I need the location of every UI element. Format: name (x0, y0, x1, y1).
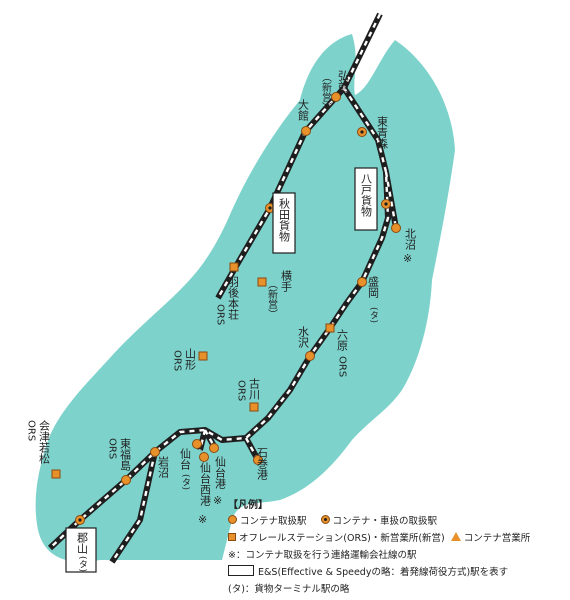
label-sendaiseiko-mark: ※ (198, 513, 207, 526)
station-sendai (192, 439, 202, 449)
legend-es-note: E&S(Effective & Speedyの略：着発線荷役方式)駅を表す (258, 566, 509, 578)
label-ugohonjo: 羽後本荘 (227, 276, 240, 321)
label-akita: 秋田貨物 (278, 197, 291, 242)
ors-furukawa (249, 402, 259, 412)
station-iwanuma (150, 447, 160, 457)
label-higashifukushima: 東福島 (119, 438, 132, 472)
station-mizusawa (305, 351, 315, 361)
label-koriyama: 郡山 (76, 532, 89, 554)
station-markers (51, 92, 401, 525)
station-higashifukushima (121, 475, 131, 485)
legend-sales-office: コンテナ営業所 (463, 532, 531, 544)
legend-terminal-note: (タ)：貨物ターミナル駅の略 (228, 583, 350, 595)
legend-ors: オフレールステーション(ORS)・新営業所(新営) (239, 532, 445, 544)
es-box-icon (228, 565, 254, 576)
ors-rokuhara (325, 323, 335, 333)
label-morioka: 盛岡 (367, 275, 380, 299)
station-morioka (357, 277, 367, 287)
label-sendai-note: (タ) (180, 474, 191, 490)
legend-container-car-station: コンテナ・車扱の取扱駅 (332, 515, 438, 527)
ors-yokote (257, 277, 267, 287)
label-yokote-note: （新営） (266, 279, 278, 319)
station-sendaiseiko (199, 452, 209, 462)
legend-row-ors: オフレールステーション(ORS)・新営業所(新営) コンテナ営業所 (228, 528, 563, 545)
label-koriyama-note: (タ) (77, 556, 88, 572)
container-station-icon (228, 515, 237, 524)
label-rokuhara-ors: ORS (337, 356, 348, 377)
sales-office-triangle-icon (450, 532, 461, 541)
label-aizu-ors: ORS (26, 420, 37, 441)
label-sendai: 仙台 (179, 448, 192, 470)
legend-row-stations: コンテナ取扱駅 コンテナ・車扱の取扱駅 (228, 511, 563, 528)
label-aizu: 会津若松 (38, 420, 51, 464)
station-hirosaki (331, 92, 341, 102)
label-mizusawa: 水沢 (297, 326, 310, 349)
es-box-akita (272, 192, 296, 254)
label-sendaiko-mark: ※ (213, 494, 222, 507)
tohoku-landmass (35, 34, 455, 562)
label-yamagata: 山形 (184, 348, 197, 371)
label-iwanuma: 岩沼 (157, 455, 170, 479)
ors-ugohonjo (229, 262, 239, 272)
label-sendaiko: 仙台港 (214, 456, 227, 489)
label-morioka-note: (タ) (368, 307, 379, 323)
label-hachinohe: 八戸貨物 (360, 173, 373, 217)
label-hirosaki: 弘前 (337, 70, 350, 93)
label-yamagata-ors: ORS (172, 350, 183, 371)
label-kitanuma-mark: ※ (403, 252, 412, 265)
legend-title: 【凡例】 (228, 499, 268, 511)
es-box-hachinohe (354, 167, 378, 231)
ors-square-icon (228, 532, 236, 541)
label-ugohonjo-ors: ORS (215, 304, 226, 325)
label-higashiaomori: 東青森 (376, 116, 389, 150)
label-furukawa: 古川 (248, 378, 261, 400)
station-kitanuma (391, 223, 401, 233)
ors-yamagata (198, 351, 208, 361)
legend-connecting-note: ※：コンテナ取扱を行う連絡運輸会社線の駅 (228, 549, 417, 561)
label-yokote: 横手 (280, 269, 293, 293)
label-kitanuma: 北沼 (404, 228, 417, 251)
legend-row-es: E&S(Effective & Speedyの略：着発線荷役方式)駅を表す (228, 562, 563, 579)
container-car-station-icon (320, 515, 330, 524)
station-odate (301, 126, 311, 136)
es-box-koriyama (65, 527, 97, 573)
label-rokuhara: 六原 (336, 329, 349, 351)
legend-container-station: コンテナ取扱駅 (240, 515, 307, 527)
station-sendaiko (209, 443, 219, 453)
es-boxes (65, 167, 378, 573)
label-higashifukushima-ors: ORS (107, 438, 118, 459)
label-odate: 大館 (297, 98, 310, 122)
label-ishinomaki: 石巻港 (256, 447, 269, 480)
ors-aizu (51, 469, 61, 479)
label-furukawa-ors: ORS (236, 380, 247, 401)
label-sendaiseiko: 仙台西港 (199, 462, 212, 506)
label-hirosaki-note: （新営） (320, 72, 332, 112)
legend: 【凡例】 コンテナ取扱駅 コンテナ・車扱の取扱駅 オフレールステーション(ORS… (228, 495, 563, 596)
station-ishinomaki (253, 455, 263, 465)
